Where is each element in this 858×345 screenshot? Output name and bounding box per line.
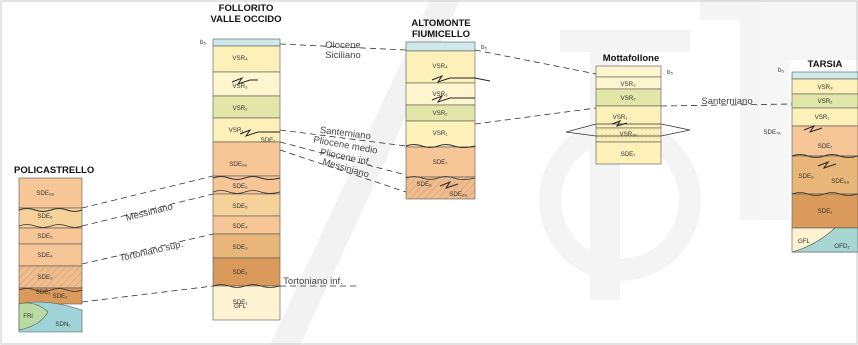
- unit-label: SDE₆ₐ: [36, 190, 54, 197]
- unit-label: SDE₆: [37, 213, 53, 220]
- top-label: b₅: [481, 44, 487, 51]
- unit-label: VSR₃: [817, 84, 833, 91]
- label-siciliano: Siciliano: [325, 50, 360, 61]
- unit-label: SDE₄: [232, 223, 248, 230]
- unit-label: VSR₁ₐ: [619, 131, 637, 138]
- unit-label: SDE₆: [232, 183, 248, 190]
- unit-label: SDE₃: [232, 244, 248, 251]
- unit-label: SDE₆ₐ: [229, 161, 247, 168]
- unit-label: SDE₃: [37, 274, 53, 281]
- unit-label: VSR₄: [432, 63, 448, 70]
- unit-label: SDE₅: [37, 233, 53, 240]
- unit-label: SDE₄: [37, 252, 53, 259]
- unit-label: SDE₁: [818, 208, 833, 215]
- unit-label: SDE₇: [261, 137, 276, 144]
- unit-label: VSR₂: [432, 110, 448, 117]
- unit-label: VSR₃: [232, 83, 248, 90]
- unit-label: SDE₇: [433, 159, 448, 166]
- unit-label: SDE₂: [232, 269, 248, 276]
- unit-label: VSR₄: [232, 55, 248, 62]
- label-santerniano: Santerniano: [701, 96, 752, 107]
- unit-label: SDE₂: [52, 293, 68, 300]
- column-altomonte: ALTOMONTE FIUMICELLO b₅ VSR₄ VSR₃ VSR₂ V…: [406, 18, 490, 199]
- column-follorito: FOLLORITO VALLE OCCIDO b₅ VSR₄ VSR₃ VSR₂…: [200, 3, 282, 320]
- unit-label: SDE₇: [818, 143, 833, 150]
- label-tortoniano-inf: Tortoniano inf.: [283, 276, 343, 287]
- top-label: b₅: [200, 39, 206, 46]
- unit-label: OFD₂: [834, 243, 850, 250]
- unit-label: VSR₃: [620, 81, 636, 88]
- unit-label: SDE₆ₐ: [449, 191, 467, 198]
- unit-label: SDE₆: [416, 181, 432, 188]
- unit-label: SDE₇ₐ: [763, 129, 781, 136]
- top-label: b₅: [667, 69, 673, 76]
- title-tarsia: TARSIA: [808, 59, 843, 70]
- unit-label: VSR₂: [232, 105, 248, 112]
- label-tortoniano-sup: Tortoniano sup.: [119, 239, 185, 264]
- label-messiniano: Messiniano: [125, 201, 174, 223]
- title-follorito-2: VALLE OCCIDO: [210, 14, 281, 25]
- column-policastrello: POLICASTRELLO SDE₆ₐ SDE₆ SDE₅ SDE₄ SDE₃ …: [14, 165, 94, 332]
- unit-label: VSR₁: [815, 114, 830, 121]
- title-mottafollone: Mottafollone: [603, 53, 659, 64]
- unit-label: SDE₁: [36, 289, 51, 296]
- unit-label: SDE₆ₐ: [831, 178, 849, 185]
- title-altomonte-1: ALTOMONTE: [411, 18, 470, 29]
- unit-label: SDN₁: [55, 321, 70, 328]
- unit-label: VSR₁: [433, 130, 448, 137]
- unit-label: GFL: [798, 238, 811, 245]
- unit-label: GFL: [234, 303, 247, 310]
- unit-label: VSR₃: [432, 91, 448, 98]
- unit-label: SDE₅: [232, 203, 248, 210]
- unit-label: VSR₁: [229, 127, 244, 134]
- title-altomonte-2: FIUMICELLO: [412, 29, 470, 40]
- unit-label: SDE₇: [621, 151, 636, 158]
- title-follorito-1: FOLLORITO: [219, 3, 274, 14]
- unit-label: VSR₂: [620, 95, 636, 102]
- unit-label: FRl: [23, 313, 33, 320]
- unit-label: VSR₂: [817, 98, 833, 105]
- top-label: b₅: [778, 67, 784, 74]
- unit-label: VSR₁: [613, 114, 628, 121]
- unit-label: SDE₆: [798, 173, 814, 180]
- title-policastrello: POLICASTRELLO: [14, 165, 94, 176]
